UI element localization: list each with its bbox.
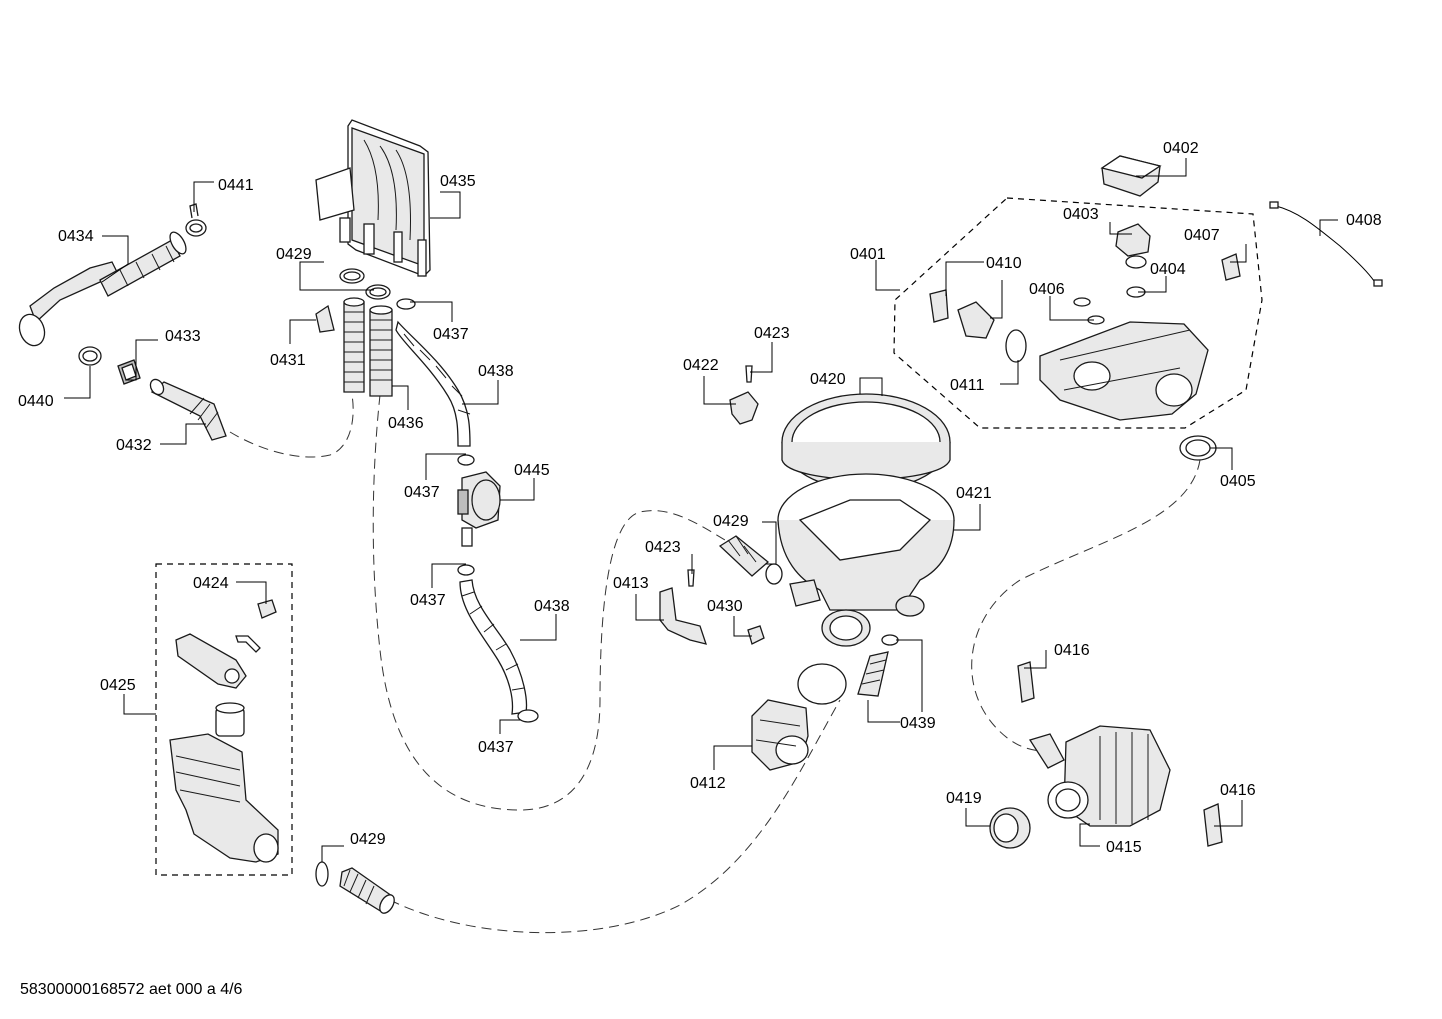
o-ring-0429-lower bbox=[315, 861, 329, 887]
reservoir-0435 bbox=[315, 119, 431, 277]
pump-0415 bbox=[1028, 725, 1171, 827]
label-0405: 0405 bbox=[1220, 473, 1256, 490]
seal-ring-0420 bbox=[781, 393, 951, 491]
label-0416: 0416 bbox=[1220, 782, 1256, 799]
housing-0425 bbox=[169, 733, 279, 863]
label-0437: 0437 bbox=[478, 739, 514, 756]
sleeve-0439 bbox=[857, 651, 889, 697]
routing-lines bbox=[229, 394, 1201, 934]
label-0416: 0416 bbox=[1054, 642, 1090, 659]
label-0413: 0413 bbox=[613, 575, 649, 592]
valve-0410 bbox=[957, 301, 995, 339]
bracket-0413 bbox=[659, 587, 707, 645]
label-0401: 0401 bbox=[850, 246, 886, 263]
label-0425: 0425 bbox=[100, 677, 136, 694]
leader-lines bbox=[64, 158, 1338, 862]
label-0429: 0429 bbox=[350, 831, 386, 848]
sump-0421 bbox=[777, 473, 955, 647]
bracket-0422 bbox=[729, 391, 759, 425]
label-0423: 0423 bbox=[754, 325, 790, 342]
cap-part bbox=[215, 702, 245, 737]
o-ring-0429-upper bbox=[339, 268, 391, 300]
label-0404: 0404 bbox=[1150, 261, 1186, 278]
clamp-0437-lower bbox=[517, 709, 539, 723]
screw-0423-lower bbox=[687, 569, 695, 587]
label-0402: 0402 bbox=[1163, 140, 1199, 157]
lever-part bbox=[175, 633, 261, 689]
cover-0402 bbox=[1100, 155, 1162, 197]
clip-0433 bbox=[117, 359, 141, 385]
sleeve-0429-mid bbox=[718, 535, 783, 585]
label-0434: 0434 bbox=[58, 228, 94, 245]
label-0410: 0410 bbox=[986, 255, 1022, 272]
hose-clamp-0441 bbox=[185, 203, 207, 237]
label-0423: 0423 bbox=[645, 539, 681, 556]
screw-0423-upper bbox=[745, 365, 753, 383]
bracket-0410 bbox=[929, 289, 949, 323]
label-0438: 0438 bbox=[534, 598, 570, 615]
label-0432: 0432 bbox=[116, 437, 152, 454]
part-0424 bbox=[257, 599, 277, 619]
o-ring-0439 bbox=[881, 634, 899, 646]
assembly-box-0425 bbox=[155, 563, 293, 876]
label-0424: 0424 bbox=[193, 575, 229, 592]
heater-0412 bbox=[751, 699, 809, 771]
label-0440: 0440 bbox=[18, 393, 54, 410]
label-0437: 0437 bbox=[404, 484, 440, 501]
distributor-housing bbox=[1039, 321, 1209, 421]
label-0431: 0431 bbox=[270, 352, 306, 369]
part-0407 bbox=[1221, 253, 1241, 281]
label-0403: 0403 bbox=[1063, 206, 1099, 223]
label-0411: 0411 bbox=[950, 377, 985, 394]
label-0421: 0421 bbox=[956, 485, 992, 502]
o-ring-0411 bbox=[1005, 329, 1027, 363]
clip-0416-lower bbox=[1203, 803, 1223, 847]
label-0415: 0415 bbox=[1106, 839, 1142, 856]
clamp-0437-upper bbox=[396, 298, 416, 310]
label-0406: 0406 bbox=[1029, 281, 1065, 298]
corrugated-sleeve-0429 bbox=[339, 867, 395, 914]
assembly-box-0401 bbox=[893, 197, 1263, 429]
label-0407: 0407 bbox=[1184, 227, 1220, 244]
part-labels: 0441 0434 0435 0429 0433 0440 0431 0437 … bbox=[18, 140, 1382, 856]
label-0435: 0435 bbox=[440, 173, 476, 190]
clip-0416-upper bbox=[1017, 661, 1035, 703]
cable-0408 bbox=[1269, 201, 1383, 287]
label-0436: 0436 bbox=[388, 415, 424, 432]
label-0419: 0419 bbox=[946, 790, 982, 807]
clamp-0405 bbox=[1179, 435, 1217, 461]
hose-0438-lower bbox=[459, 579, 528, 715]
clip-0431 bbox=[315, 304, 335, 333]
label-0408: 0408 bbox=[1346, 212, 1382, 229]
document-id: 58300000168572 aet 000 a 4/6 bbox=[20, 981, 243, 998]
label-0433: 0433 bbox=[165, 328, 201, 345]
label-0429: 0429 bbox=[276, 246, 312, 263]
label-0438: 0438 bbox=[478, 363, 514, 380]
label-0412: 0412 bbox=[690, 775, 726, 792]
label-0445: 0445 bbox=[514, 462, 550, 479]
corrugated-hose-0436 bbox=[343, 297, 393, 397]
label-0430: 0430 bbox=[707, 598, 743, 615]
label-0422: 0422 bbox=[683, 357, 719, 374]
drain-hose-elbow bbox=[18, 231, 187, 347]
clamp-0437-mid1 bbox=[457, 454, 475, 466]
label-0420: 0420 bbox=[810, 371, 846, 388]
clamp-0437-mid2 bbox=[457, 564, 475, 576]
label-0437: 0437 bbox=[410, 592, 446, 609]
hose-connector-0432 bbox=[149, 378, 227, 441]
clip-0430 bbox=[747, 625, 765, 645]
o-ring-center bbox=[797, 663, 847, 705]
valve-0445 bbox=[457, 471, 501, 547]
hose-0438-upper bbox=[395, 320, 471, 447]
sensor-0403 bbox=[1115, 223, 1151, 269]
seal-0419 bbox=[989, 807, 1031, 849]
o-ring-0406-a bbox=[1073, 297, 1091, 307]
label-0441: 0441 bbox=[218, 177, 254, 194]
hose-clamp-0440 bbox=[78, 346, 102, 366]
label-0437: 0437 bbox=[433, 326, 469, 343]
label-0429: 0429 bbox=[713, 513, 749, 530]
label-0439: 0439 bbox=[900, 715, 936, 732]
